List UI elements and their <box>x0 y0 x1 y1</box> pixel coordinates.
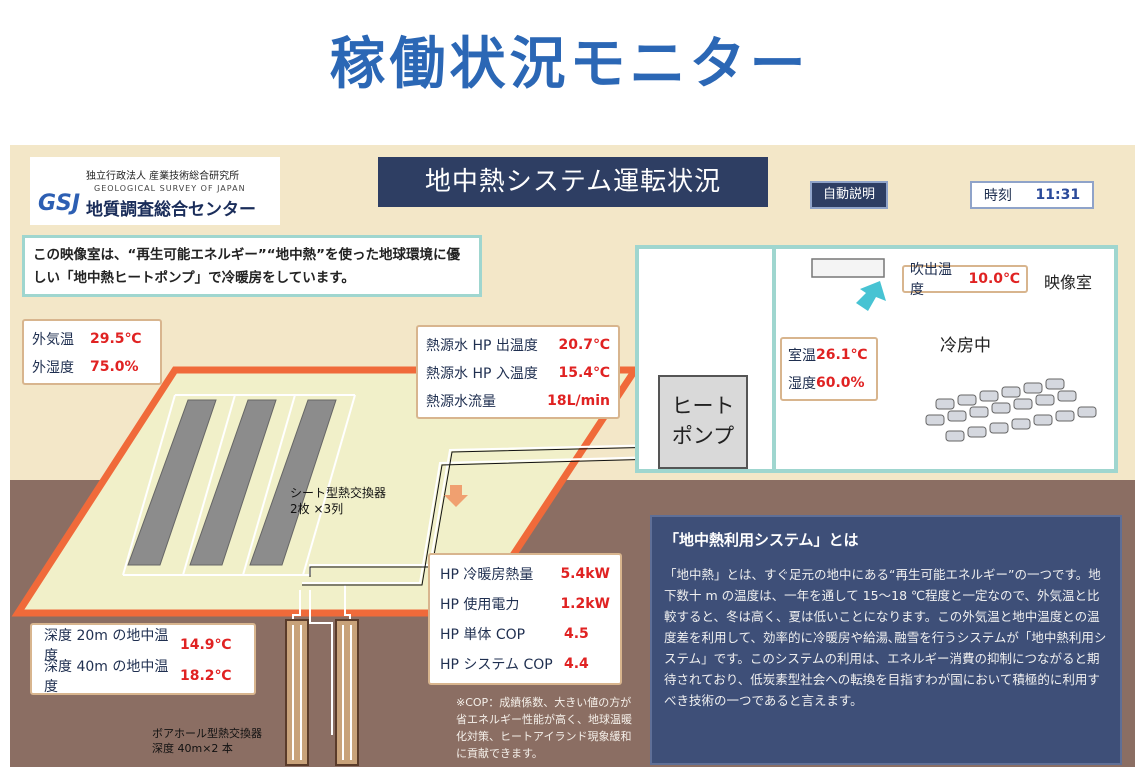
room-graphics <box>811 258 1097 442</box>
ground-temp-value: 18.2℃ <box>180 667 232 684</box>
room-stat-row: 室温 26.1℃ <box>788 341 870 369</box>
outlet-label: 吹出温度 <box>910 262 952 298</box>
room-stat-label: 室温 <box>788 348 816 364</box>
sheet-exchanger-panels <box>127 399 337 566</box>
clock: 時刻 11:31 <box>970 181 1094 209</box>
heat-pump-label-1: ヒート <box>671 394 735 418</box>
cooling-status: 冷房中 <box>940 336 991 356</box>
logo-org: 独立行政法人 産業技術総合研究所 <box>86 171 240 182</box>
hp-stat-value: 4.4 <box>564 656 589 672</box>
explainer-body: 「地中熱」とは、すぐ足元の地中にある“再生可能エネルギー”の一つです。地下数十 … <box>664 567 1107 708</box>
hp-stat-row: HP 冷暖房熱量 5.4kW <box>440 559 610 589</box>
explainer-box: 「地中熱利用システム」とは 「地中熱」とは、すぐ足元の地中にある“再生可能エネル… <box>650 515 1122 765</box>
borehole-depth: 深度 40m×2 本 <box>152 742 233 755</box>
outlet-temp-box: 吹出温度 10.0℃ <box>902 262 1028 298</box>
hp-stats-box: HP 冷暖房熱量 5.4kW HP 使用電力 1.2kW HP 単体 COP 4… <box>428 553 622 685</box>
source-label: 熱源水流量 <box>426 394 496 410</box>
ground-temp-box: 深度 20m の地中温度 14.9℃ 深度 40m の地中温度 18.2℃ <box>30 623 256 695</box>
hp-stat-value: 5.4kW <box>560 566 610 582</box>
auto-explain-button[interactable]: 自動説明 <box>810 181 888 209</box>
airflow-arrow-icon <box>856 281 886 311</box>
hp-stat-label: HP 使用電力 <box>440 597 520 613</box>
borehole-label: ボアホール型熱交換器 深度 40m×2 本 <box>152 726 262 756</box>
page-title: 稼働状況モニター <box>329 32 810 97</box>
ground-temp-label: 深度 40m の地中温度 <box>44 658 169 695</box>
hp-stat-label: HP 冷暖房熱量 <box>440 567 534 583</box>
borehole-name: ボアホール型熱交換器 <box>152 727 262 740</box>
sheet-exchanger-label: シート型熱交換器 2枚 ×3列 <box>290 485 386 517</box>
hp-stat-value: 4.5 <box>564 626 589 642</box>
room-stats-box: 室温 26.1℃ 湿度 60.0% <box>780 337 878 401</box>
room-name: 映像室 <box>1044 273 1093 292</box>
system-title: 地中熱システム運転状況 <box>378 157 768 207</box>
weather-label: 外湿度 <box>32 360 74 376</box>
source-row: 熱源水 HP 出温度 20.7℃ <box>426 331 610 359</box>
room-stat-label: 湿度 <box>788 376 816 392</box>
seats-icon <box>925 378 1097 442</box>
hp-stat-row: HP システム COP 4.4 <box>440 649 610 679</box>
source-value: 20.7℃ <box>558 337 611 353</box>
air-outlet <box>811 258 885 278</box>
monitor-panel: GSJ 独立行政法人 産業技術総合研究所 GEOLOGICAL SURVEY O… <box>10 145 1135 767</box>
borehole-exchangers <box>285 619 359 766</box>
explainer-heading: 「地中熱利用システム」とは <box>664 531 859 549</box>
sheet-exchanger-name: シート型熱交換器 <box>290 486 387 500</box>
source-label: 熱源水 HP 出温度 <box>426 338 538 354</box>
weather-row-humidity: 外湿度 75.0% <box>32 353 152 381</box>
source-row: 熱源水流量 18L/min <box>426 387 610 415</box>
outlet-value: 10.0℃ <box>968 271 1021 287</box>
logo-org-en: GEOLOGICAL SURVEY OF JAPAN <box>94 184 246 193</box>
source-value: 18L/min <box>547 393 610 409</box>
source-label: 熱源水 HP 入温度 <box>426 366 538 382</box>
ground-temp-value: 14.9℃ <box>180 636 232 653</box>
clock-label: 時刻 <box>983 188 1012 204</box>
clock-time: 11:31 <box>1035 187 1081 203</box>
weather-label: 外気温 <box>32 332 74 348</box>
source-water-box: 熱源水 HP 出温度 20.7℃ 熱源水 HP 入温度 15.4℃ 熱源水流量 … <box>416 325 620 419</box>
weather-box: 外気温 29.5℃ 外湿度 75.0% <box>22 319 162 385</box>
intro-text: この映像室は、“再生可能エネルギー”“地中熱”を使った地球環境に優しい「地中熱ヒ… <box>22 235 482 297</box>
heat-pump-label-2: ポンプ <box>671 424 735 448</box>
cop-note: ※COP：成績係数、大きい値の方が省エネルギー性能が高く、地球温暖化対策、ヒート… <box>456 696 632 760</box>
ground-temp-row: 深度 20m の地中温度 14.9℃ <box>44 628 242 664</box>
heat-pump-unit: ヒート ポンプ <box>658 375 748 469</box>
weather-value: 75.0% <box>90 359 139 375</box>
sheet-exchanger-frame <box>122 394 356 576</box>
hp-stat-value: 1.2kW <box>560 596 610 612</box>
weather-value: 29.5℃ <box>90 331 142 347</box>
source-value: 15.4℃ <box>558 365 611 381</box>
room-stat-value: 60.0% <box>816 375 865 391</box>
ground-temp-row: 深度 40m の地中温度 18.2℃ <box>44 659 242 695</box>
hp-stat-label: HP システム COP <box>440 657 553 673</box>
flow-arrow-down <box>444 485 468 507</box>
sheet-exchanger-count: 2枚 ×3列 <box>290 502 344 516</box>
room-stat-row: 湿度 60.0% <box>788 369 870 397</box>
weather-row-temp: 外気温 29.5℃ <box>32 325 152 353</box>
hp-stat-row: HP 使用電力 1.2kW <box>440 589 610 619</box>
hp-stat-row: HP 単体 COP 4.5 <box>440 619 610 649</box>
hp-stat-label: HP 単体 COP <box>440 627 526 643</box>
room-stat-value: 26.1℃ <box>816 347 868 363</box>
gsj-logo: GSJ 独立行政法人 産業技術総合研究所 GEOLOGICAL SURVEY O… <box>30 157 280 225</box>
outlet-row: 吹出温度 10.0℃ <box>910 262 1021 298</box>
source-row: 熱源水 HP 入温度 15.4℃ <box>426 359 610 387</box>
logo-org-jp: 地質調査総合センター <box>86 200 256 220</box>
gsj-mark: GSJ <box>38 191 81 216</box>
ground-temp-label: 深度 20m の地中温度 <box>44 627 169 664</box>
